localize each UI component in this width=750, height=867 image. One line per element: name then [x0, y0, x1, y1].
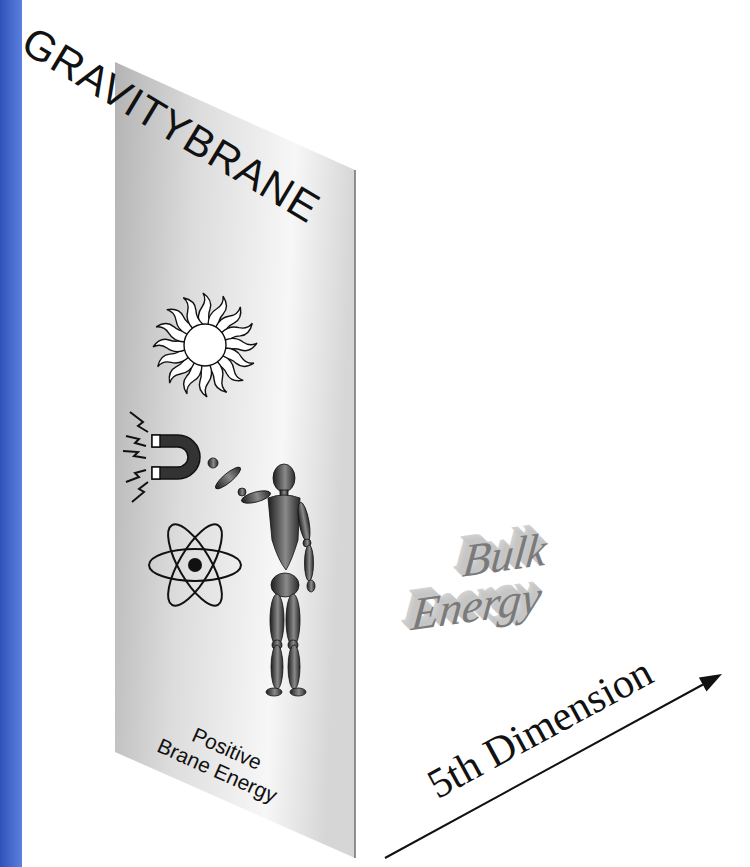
- brane-panel: GRAVITYBRANE Positive Brane Energy: [0, 0, 380, 867]
- text-anchor: Positive Brane Energy: [151, 711, 292, 809]
- text-anchor: GRAVITYBRANE: [14, 17, 329, 232]
- atom-icon: [149, 517, 241, 613]
- brane-edge: [354, 170, 356, 858]
- magnet-icon: [152, 435, 200, 479]
- sun-icon: [153, 293, 257, 397]
- brane-title: GRAVITYBRANE: [14, 17, 329, 232]
- text-anchor: 5th Dimension: [419, 647, 660, 808]
- dimension-label: 5th Dimension: [419, 647, 660, 808]
- bulk-energy-label: Bulk Energy: [371, 526, 549, 644]
- text-anchor: Bulk Energy: [371, 526, 549, 644]
- brane-caption: Positive Brane Energy: [151, 711, 292, 809]
- spark-lines: [123, 412, 148, 502]
- mannequin-figure: [208, 458, 315, 696]
